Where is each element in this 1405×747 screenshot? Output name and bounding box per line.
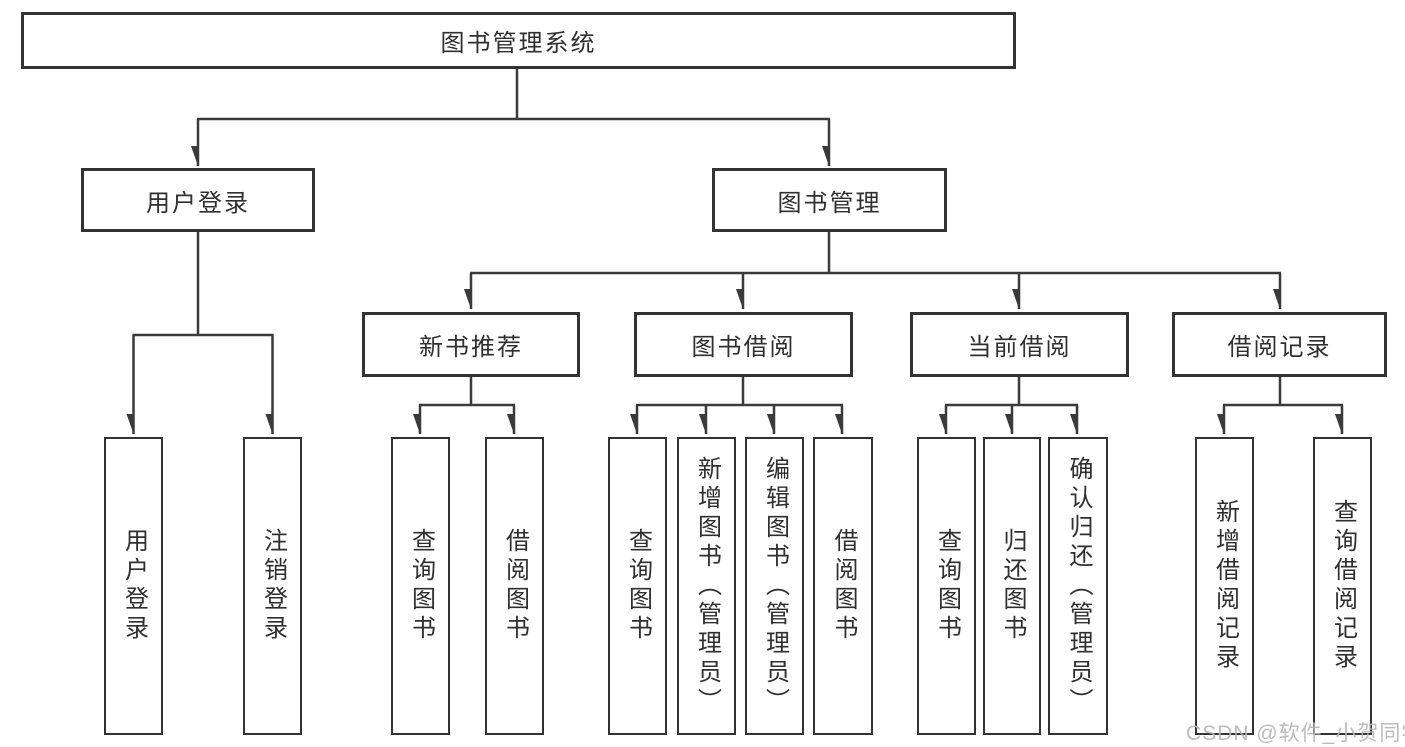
leaf-add-borrow-record: 新增借阅记录 xyxy=(1195,437,1254,735)
leaf-query-books-current: 查询图书 xyxy=(917,437,976,735)
node-new-book-recommend-label: 新书推荐 xyxy=(419,334,523,361)
node-current-borrow-label: 当前借阅 xyxy=(967,334,1072,361)
node-borrow-records: 借阅记录 xyxy=(1172,312,1387,377)
leaf-borrow-books-recommend: 借阅图书 xyxy=(485,437,544,735)
leaf-add-books-admin-label: 新增图书（管理员） xyxy=(693,455,721,717)
node-root-label: 图书管理系统 xyxy=(440,30,597,57)
leaf-confirm-return-admin: 确认归还（管理员） xyxy=(1048,437,1108,735)
node-user-login: 用户登录 xyxy=(81,168,315,232)
leaf-edit-books-admin-label: 编辑图书（管理员） xyxy=(761,455,789,717)
leaf-query-books-borrow: 查询图书 xyxy=(608,437,667,735)
leaf-query-books-borrow-label: 查询图书 xyxy=(624,528,652,644)
node-new-book-recommend: 新书推荐 xyxy=(362,312,580,377)
leaf-borrow-books-recommend-label: 借阅图书 xyxy=(501,528,529,644)
leaf-user-login-label: 用户登录 xyxy=(120,528,148,644)
leaf-query-books-current-label: 查询图书 xyxy=(933,528,961,644)
node-book-management: 图书管理 xyxy=(712,168,947,232)
node-current-borrow: 当前借阅 xyxy=(910,312,1129,377)
leaf-logout: 注销登录 xyxy=(243,437,302,735)
leaf-edit-books-admin: 编辑图书（管理员） xyxy=(745,437,804,735)
leaf-add-books-admin: 新增图书（管理员） xyxy=(677,437,736,735)
leaf-logout-label: 注销登录 xyxy=(259,528,287,644)
leaf-query-books-recommend: 查询图书 xyxy=(391,437,450,735)
node-book-borrow-label: 图书借阅 xyxy=(691,334,796,361)
node-borrow-records-label: 借阅记录 xyxy=(1227,334,1332,361)
leaf-return-books: 归还图书 xyxy=(983,437,1041,735)
leaf-query-borrow-record: 查询借阅记录 xyxy=(1313,437,1372,735)
node-root: 图书管理系统 xyxy=(21,12,1016,69)
node-book-borrow: 图书借阅 xyxy=(634,312,853,377)
leaf-confirm-return-admin-label: 确认归还（管理员） xyxy=(1065,455,1092,717)
leaf-borrow-books-label: 借阅图书 xyxy=(830,528,857,644)
leaf-return-books-label: 归还图书 xyxy=(999,528,1026,644)
leaf-borrow-books: 借阅图书 xyxy=(813,437,873,735)
node-book-management-label: 图书管理 xyxy=(777,189,882,217)
leaf-user-login: 用户登录 xyxy=(104,437,163,735)
node-user-login-label: 用户登录 xyxy=(146,189,250,217)
csdn-watermark: CSDN @软件_小贺同学 xyxy=(1186,722,1405,745)
leaf-query-borrow-record-label: 查询借阅记录 xyxy=(1329,499,1357,673)
leaf-query-books-recommend-label: 查询图书 xyxy=(407,528,435,644)
leaf-add-borrow-record-label: 新增借阅记录 xyxy=(1211,499,1239,673)
